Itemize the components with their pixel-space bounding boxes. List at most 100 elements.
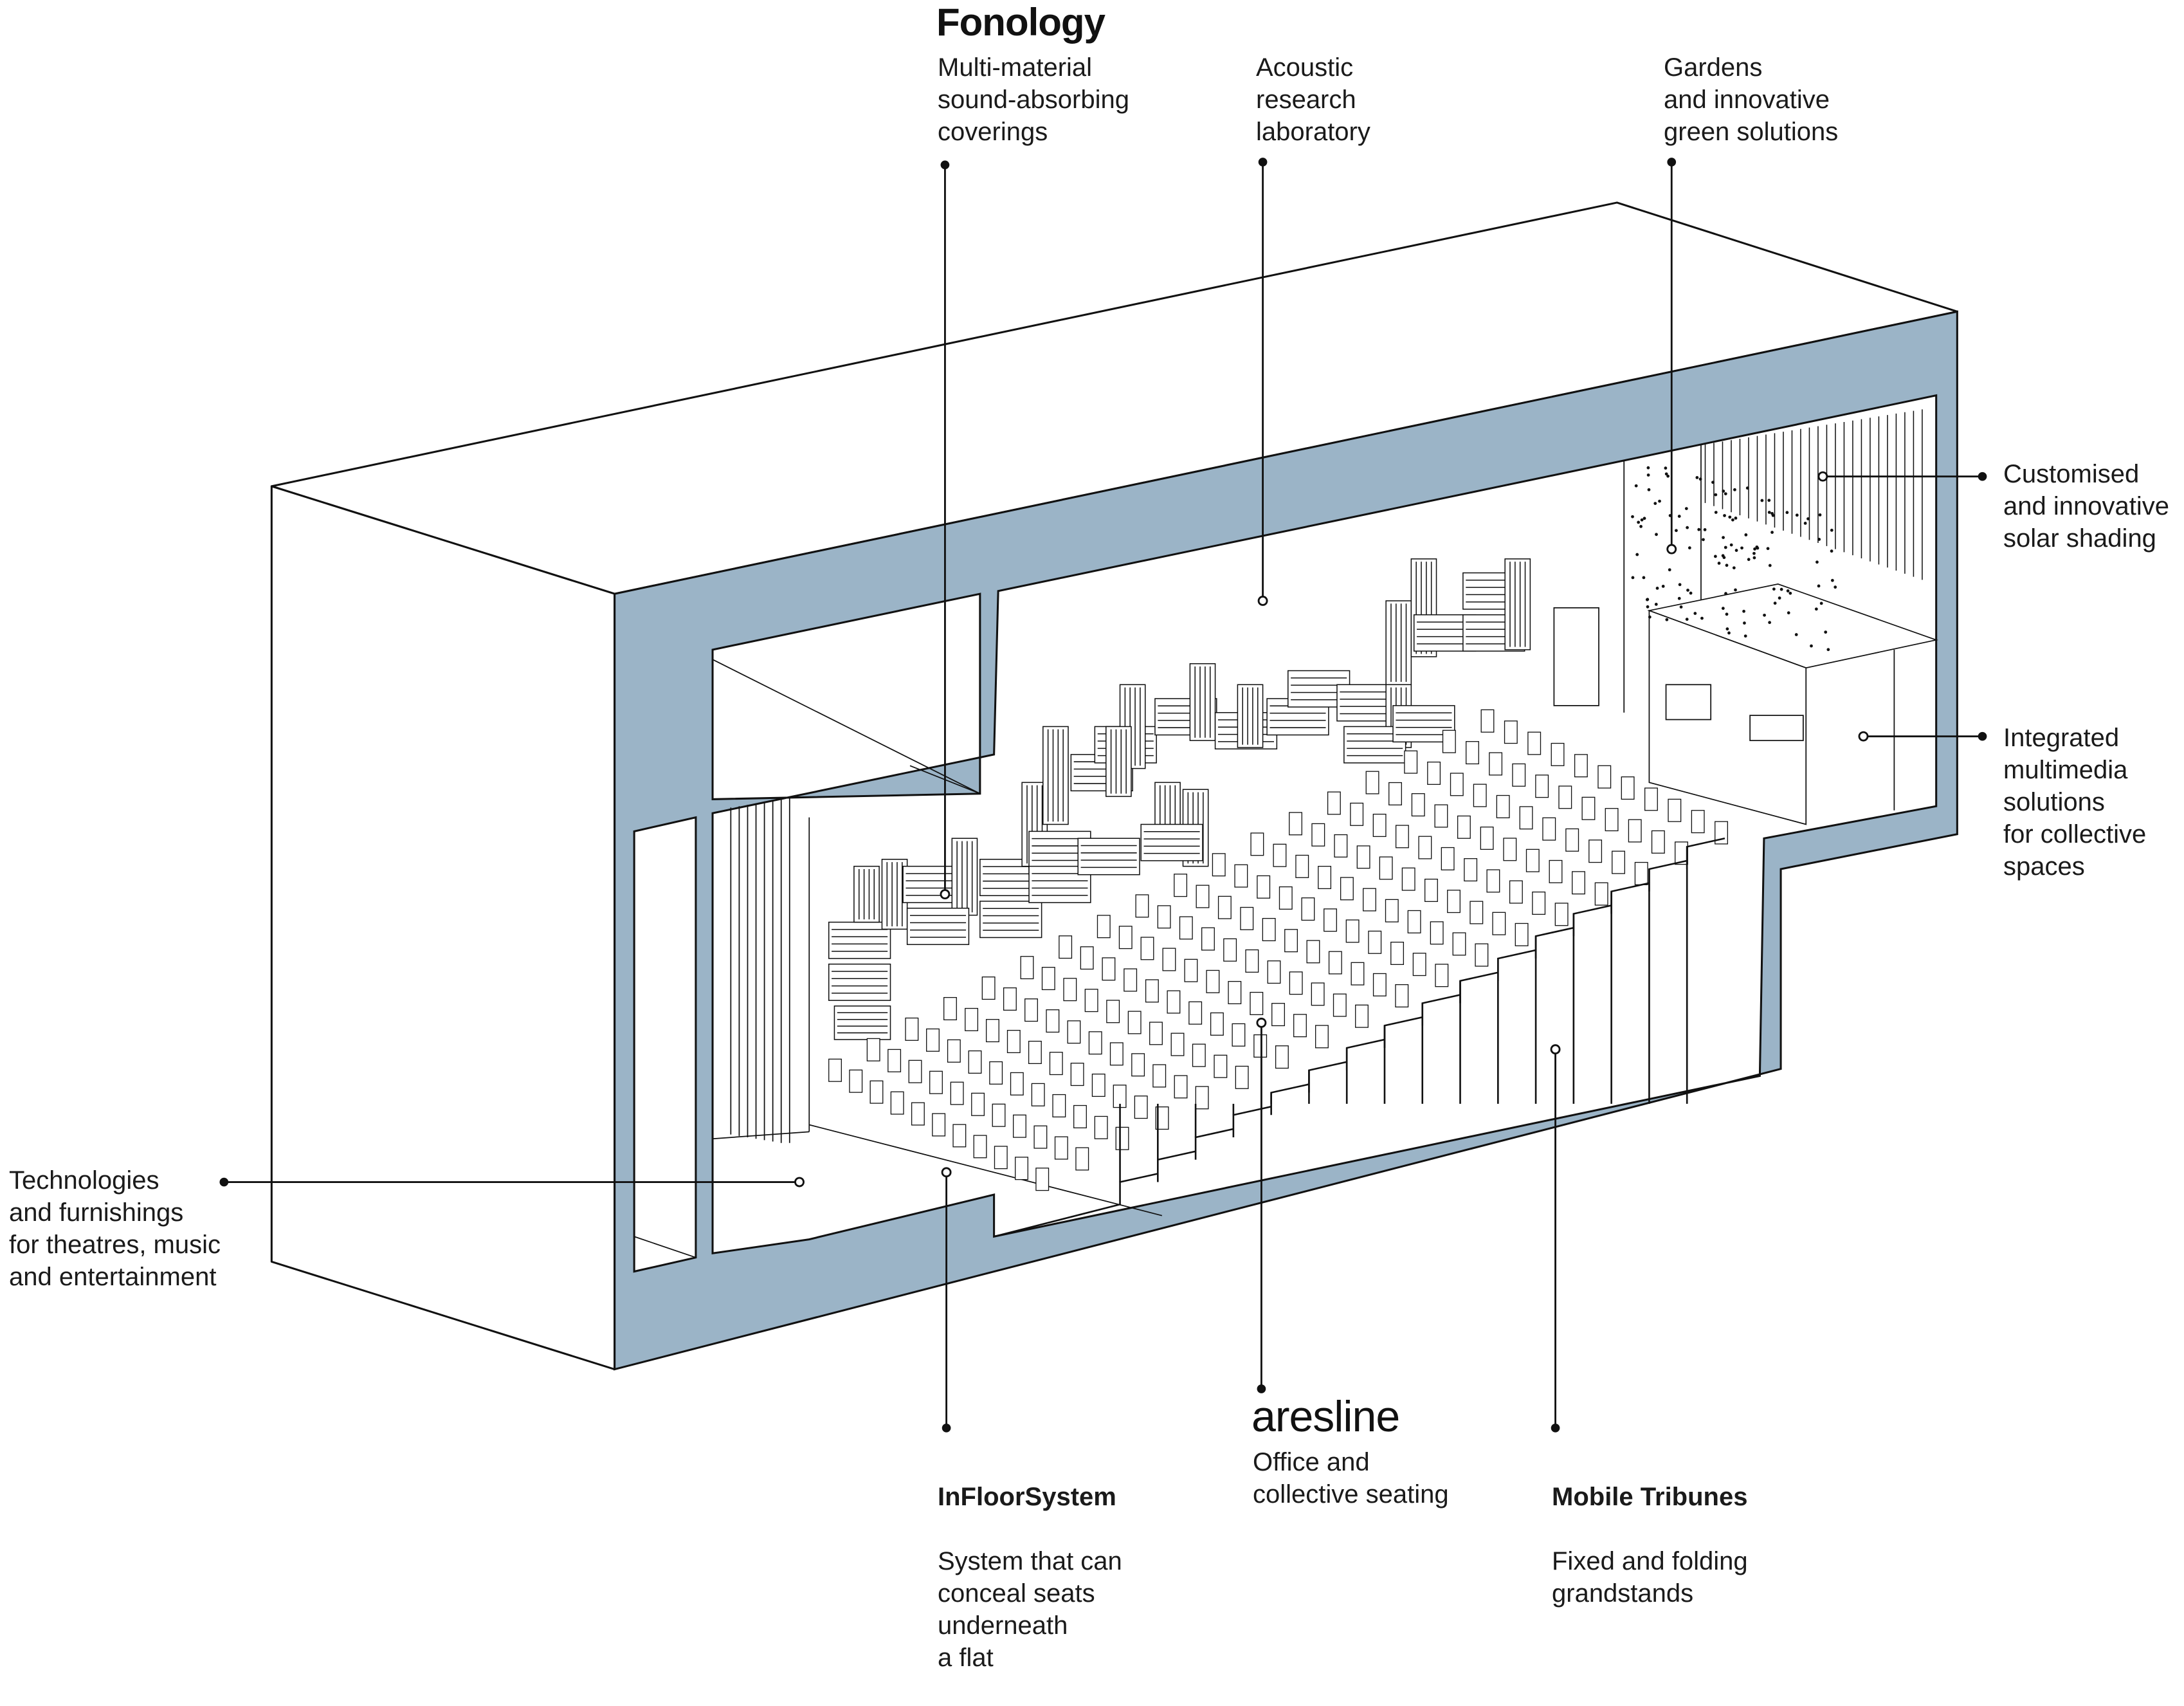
- garden-dot: [1778, 596, 1781, 600]
- garden-dot: [1817, 584, 1821, 588]
- seat: [926, 1028, 940, 1052]
- seat: [1651, 830, 1665, 854]
- leader-aresline-end: [1256, 1017, 1267, 1028]
- upper-room-edge: [712, 659, 981, 794]
- seat: [1355, 1004, 1369, 1028]
- seat: [1075, 1147, 1089, 1171]
- seat: [1127, 1011, 1142, 1034]
- multimedia-label: Integrated multimedia solutions for coll…: [2003, 724, 2147, 881]
- seat: [1621, 776, 1635, 800]
- aresline-logo: aresline: [1251, 1392, 1400, 1441]
- leader-lines: [219, 158, 1987, 1433]
- garden-dot: [1643, 517, 1646, 520]
- seat: [1581, 796, 1596, 820]
- seat: [1424, 878, 1438, 903]
- garden-dot: [1772, 587, 1776, 591]
- tribunes-title: Mobile Tribunes: [1552, 1483, 1748, 1511]
- garden-dot: [1742, 609, 1745, 613]
- garden-dot: [1817, 538, 1821, 541]
- seat: [1031, 1083, 1045, 1106]
- seat: [1109, 1042, 1124, 1066]
- media-room-front: [1648, 609, 1807, 825]
- left-side-face: [270, 485, 616, 1371]
- seat: [1401, 867, 1415, 891]
- seat: [1020, 956, 1034, 980]
- seat: [1134, 1096, 1148, 1119]
- seat: [1063, 978, 1077, 1002]
- garden-dot: [1732, 566, 1736, 570]
- seat: [1201, 927, 1215, 951]
- seat: [1574, 754, 1588, 778]
- seat: [1311, 823, 1325, 847]
- seat: [1442, 729, 1456, 753]
- seat: [1049, 1052, 1063, 1076]
- seat: [1214, 1054, 1228, 1078]
- acoustic-panel: [828, 921, 891, 959]
- seat: [1512, 763, 1526, 787]
- seat: [1088, 1031, 1102, 1055]
- seat: [1527, 731, 1542, 755]
- theatre-tech-label: Technologies and furnishings for theatre…: [9, 1166, 221, 1291]
- seat: [1162, 948, 1176, 971]
- acoustic-panel: [1189, 663, 1216, 741]
- back-door: [1553, 607, 1599, 706]
- seat: [1328, 951, 1342, 975]
- seat: [1356, 845, 1370, 869]
- aresline-description: Office and collective seating: [1253, 1448, 1449, 1509]
- seat: [1412, 953, 1426, 977]
- seat: [1554, 903, 1569, 926]
- seat: [1605, 808, 1619, 832]
- garden-dot: [1668, 568, 1671, 572]
- garden-dot: [1677, 515, 1681, 518]
- seat: [1262, 918, 1276, 942]
- seat: [1228, 980, 1242, 1005]
- seat: [1149, 1022, 1163, 1045]
- seating-rows: [828, 709, 1728, 1191]
- garden-dot: [1830, 578, 1834, 582]
- leader-theatre-dot: [219, 1177, 229, 1187]
- seat: [1644, 787, 1658, 811]
- seat: [1006, 1029, 1021, 1054]
- leader-solar-dot: [1978, 472, 1987, 481]
- garden-dot: [1826, 648, 1830, 652]
- seat: [950, 1081, 964, 1105]
- seat: [1091, 1073, 1106, 1097]
- seat: [1010, 1072, 1024, 1096]
- seat: [1418, 836, 1432, 859]
- seat: [1450, 773, 1464, 796]
- garden-dot: [1815, 560, 1819, 564]
- seat: [1102, 957, 1116, 981]
- seat: [1275, 1045, 1289, 1069]
- seat: [1368, 930, 1382, 954]
- seat: [1315, 1025, 1329, 1049]
- seat: [1073, 1105, 1087, 1128]
- seat: [1115, 1126, 1129, 1150]
- garden-dot: [1721, 554, 1725, 558]
- seat: [1411, 793, 1425, 817]
- leader-theatre-end: [794, 1177, 805, 1188]
- garden-dot: [1834, 585, 1837, 589]
- leader-infloor-dot: [942, 1423, 951, 1433]
- garden-dot: [1733, 488, 1736, 491]
- seat: [1597, 765, 1612, 789]
- infloor-label: InFloorSystem System that can conceal se…: [938, 1449, 1122, 1706]
- garden-dot: [1779, 587, 1783, 591]
- seat: [1434, 804, 1448, 828]
- seat: [1135, 894, 1149, 918]
- garden-dot: [1635, 553, 1639, 556]
- seat: [1388, 782, 1402, 805]
- garden-dot: [1658, 499, 1661, 503]
- leader-fonology-end: [940, 889, 951, 900]
- hall-floor-edge: [809, 1124, 1163, 1216]
- seat: [971, 1092, 985, 1116]
- left-room-floor: [633, 1236, 696, 1258]
- seat: [1668, 798, 1682, 822]
- seat: [1234, 864, 1248, 888]
- seat: [1480, 709, 1495, 733]
- garden-dot: [1688, 546, 1691, 550]
- interior: [633, 444, 1938, 1258]
- auditorium-section-diagram: [219, 158, 1987, 1433]
- acoustic-panel: [906, 908, 970, 946]
- leader-tribunes-dot: [1551, 1423, 1560, 1433]
- acoustic-panel: [1140, 823, 1203, 861]
